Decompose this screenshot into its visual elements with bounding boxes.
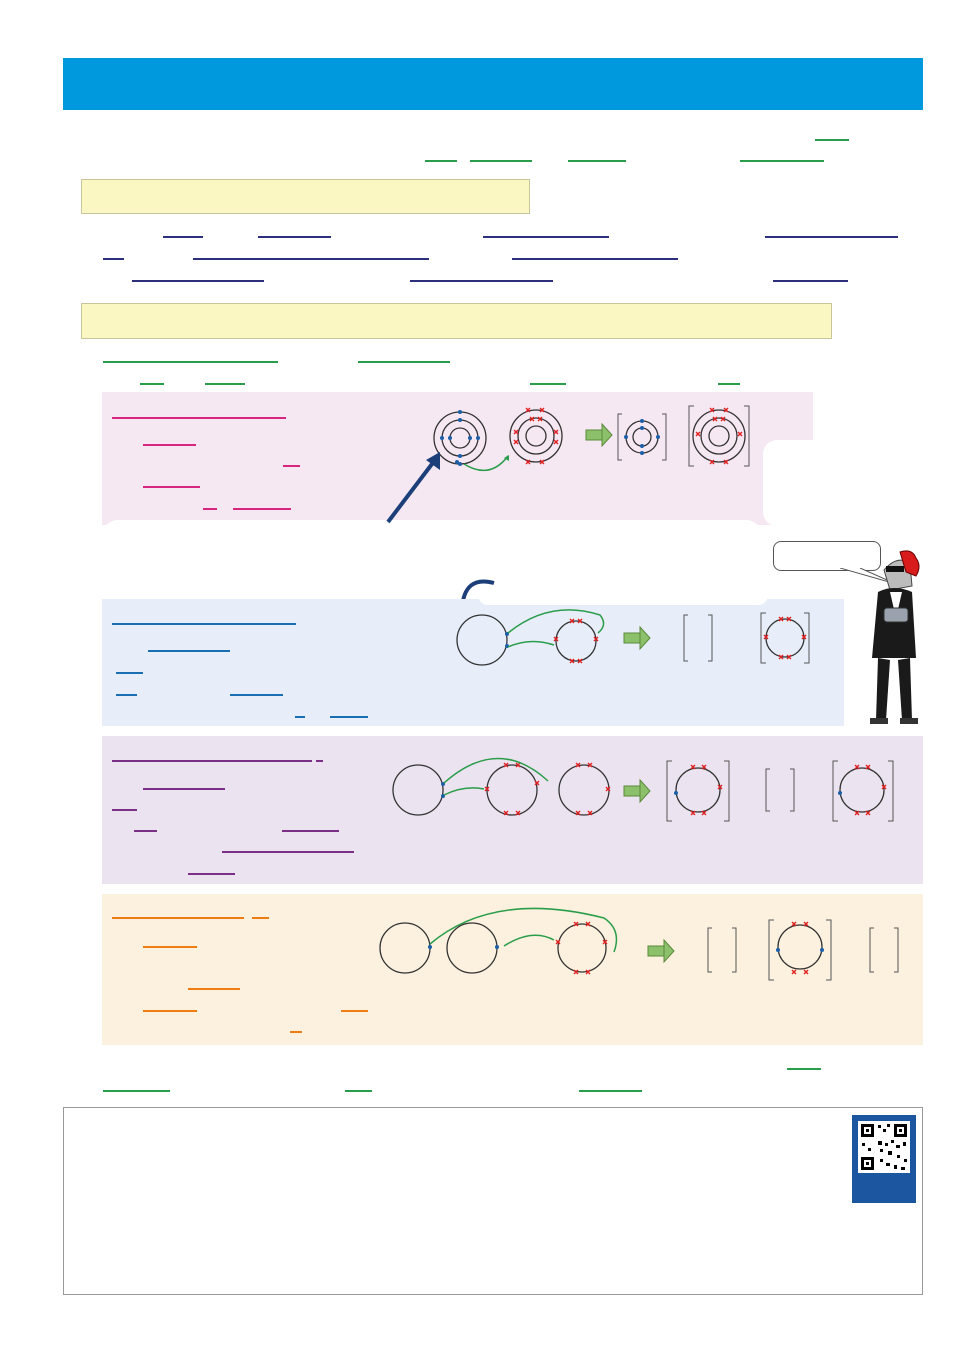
intro-underline: [740, 160, 824, 162]
keyword-underline: [103, 361, 278, 363]
ionic-bond-diagram-1: [433, 405, 750, 472]
keyword-underline: [358, 361, 450, 363]
keyword-underline: [787, 1068, 821, 1070]
keyword-underline: [205, 383, 245, 385]
keyword-underline: [103, 258, 124, 260]
keyword-underline: [116, 694, 137, 696]
keyword-underline: [765, 236, 898, 238]
keyword-underline: [316, 760, 323, 762]
keyword-underline: [112, 417, 286, 419]
keyword-underline: [530, 383, 566, 385]
atom-ring-icon: [486, 764, 538, 816]
keyword-underline: [718, 383, 740, 385]
keyword-underline: [143, 444, 196, 446]
keyword-underline: [112, 809, 137, 811]
pointer-arrow-icon: [386, 452, 440, 524]
robot-mascot-icon: [870, 550, 920, 724]
keyword-underline: [143, 1010, 197, 1012]
ionic-bond-diagram-4: [379, 907, 899, 981]
keyword-underline: [112, 760, 312, 762]
keyword-underline: [410, 280, 553, 282]
keyword-underline: [282, 830, 339, 832]
intro-underline: [815, 139, 849, 141]
atom-ring-icon: [379, 922, 431, 974]
keyword-underline: [203, 508, 217, 510]
atom-ring-icon: [446, 922, 498, 974]
keyword-underline: [132, 280, 264, 282]
keyword-underline: [193, 258, 429, 260]
title-banner: [63, 58, 923, 110]
keyword-underline: [188, 988, 240, 990]
right-arrow-icon: [623, 778, 651, 804]
keyword-underline: [148, 650, 230, 652]
atom-ring-icon: [509, 409, 563, 463]
electron-transfer-arrow-icon: [443, 757, 549, 784]
keyword-underline: [143, 486, 200, 488]
keyword-underline: [773, 280, 848, 282]
example-panel-orange: [102, 894, 923, 1045]
footer-info-box: [63, 1107, 923, 1295]
section-heading-box: [81, 179, 530, 214]
keyword-underline: [143, 788, 225, 790]
keyword-underline: [290, 1031, 302, 1033]
right-arrow-icon: [585, 422, 613, 448]
speech-bubble: [773, 541, 881, 571]
keyword-underline: [222, 851, 354, 853]
electron-transfer-arrow-icon: [507, 609, 605, 634]
keyword-underline: [512, 258, 678, 260]
atom-ring-icon: [555, 620, 597, 662]
keyword-underline: [188, 873, 235, 875]
keyword-underline: [163, 236, 203, 238]
keyword-underline: [295, 716, 305, 718]
keyword-underline: [341, 1010, 368, 1012]
ionic-bond-diagram-3: [392, 757, 894, 822]
keyword-underline: [143, 946, 197, 948]
example-panel-blue: [102, 599, 844, 726]
qr-code-icon[interactable]: [852, 1115, 916, 1203]
keyword-underline: [112, 917, 244, 919]
intro-underline: [568, 160, 626, 162]
keyword-underline: [116, 672, 143, 674]
section-heading-box: [81, 303, 832, 339]
keyword-underline: [233, 508, 291, 510]
keyword-underline: [483, 236, 609, 238]
atom-ring-icon: [557, 923, 607, 973]
electron-transfer-arrow-icon: [429, 907, 618, 953]
callout-bubble: [763, 440, 833, 526]
keyword-underline: [112, 623, 296, 625]
keyword-underline: [230, 694, 283, 696]
intro-underline: [425, 160, 457, 162]
atom-ring-icon: [558, 764, 610, 816]
keyword-underline: [579, 1090, 642, 1092]
electron-transfer-arrow-icon: [463, 455, 509, 472]
keyword-underline: [134, 830, 157, 832]
atom-ring-icon: [392, 764, 444, 816]
keyword-underline: [103, 1090, 170, 1092]
right-arrow-icon: [623, 625, 651, 651]
keyword-underline: [345, 1090, 372, 1092]
example-panel-pink: [102, 392, 813, 525]
keyword-underline: [140, 383, 164, 385]
intro-underline: [470, 160, 532, 162]
keyword-underline: [258, 236, 331, 238]
keyword-underline: [252, 917, 269, 919]
right-arrow-icon: [647, 938, 675, 964]
keyword-underline: [330, 716, 368, 718]
keyword-underline: [283, 465, 300, 467]
callout-bubble: [478, 585, 768, 605]
atom-ring-icon: [456, 614, 508, 666]
ionic-bond-diagram-2: [456, 609, 810, 666]
